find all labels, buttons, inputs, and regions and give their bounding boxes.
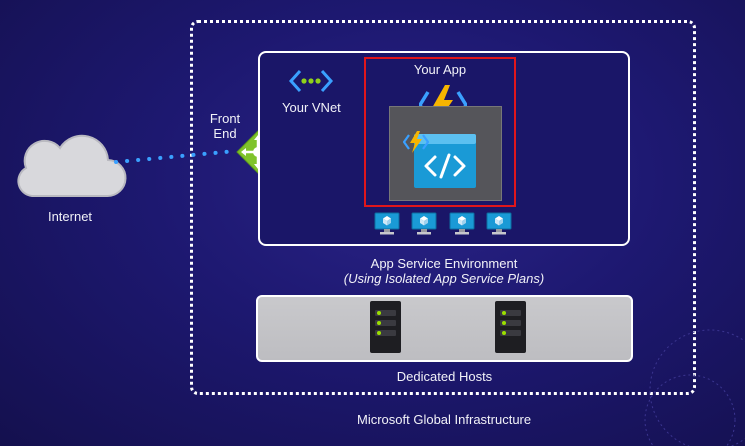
virtual-machine-icon [449, 212, 475, 235]
code-window-icon [414, 134, 476, 188]
global-infrastructure-label: Microsoft Global Infrastructure [357, 412, 532, 427]
virtual-machine-icon [374, 212, 400, 235]
server-rack-icon [495, 301, 526, 353]
virtual-machine-icon [411, 212, 437, 235]
global-infrastructure-boundary [190, 20, 696, 395]
dedicated-hosts-box [256, 295, 633, 362]
dedicated-hosts-label: Dedicated Hosts [396, 369, 493, 384]
decorative-circles [644, 329, 745, 446]
vnet-label: Your VNet [282, 100, 341, 115]
ase-subtitle: (Using Isolated App Service Plans) [343, 271, 545, 286]
cloud-icon [17, 134, 127, 198]
azure-functions-small-icon [403, 131, 429, 153]
your-app-label: Your App [413, 62, 467, 77]
front-end-label: Front End [209, 111, 241, 141]
virtual-machine-icon [486, 212, 512, 235]
vm-row [374, 212, 514, 238]
vnet-icon [288, 69, 334, 93]
server-rack-icon [370, 301, 401, 353]
internet-label: Internet [47, 209, 93, 224]
connector-line [114, 149, 238, 164]
ase-title: App Service Environment [370, 256, 518, 271]
your-app-highlight [364, 57, 516, 207]
